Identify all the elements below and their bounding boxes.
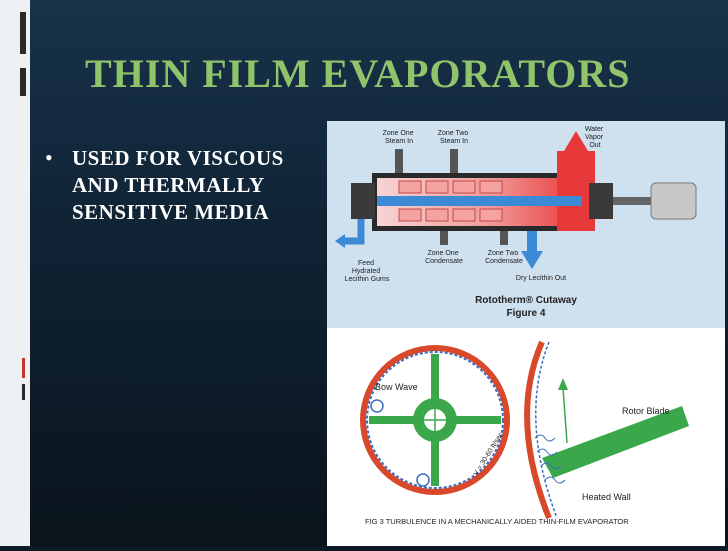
vapor-out-arrow-icon: [564, 131, 588, 151]
steam-inlet-pipe: [450, 149, 458, 177]
vapor-tower: [557, 151, 595, 231]
motor-icon: [650, 182, 697, 220]
rototherm-cutaway-figure: Zone One Steam In Zone Two Steam In Wate…: [327, 121, 725, 328]
figure-caption-number: Figure 4: [507, 308, 546, 319]
steam-inlet-pipe: [395, 149, 403, 177]
drive-shaft: [613, 197, 651, 205]
feed-label: Feed Hydrated Lecithin Gums: [345, 260, 390, 283]
turbulence-swirls: [534, 434, 566, 484]
zone-blocks: [398, 180, 503, 222]
strip-mark: [20, 68, 26, 96]
slide-title: THIN FILM EVAPORATORS: [85, 51, 631, 96]
cutaway-diagram: Zone One Steam In Zone Two Steam In Wate…: [335, 126, 697, 319]
strip-mark: [22, 384, 25, 400]
heated-wall-label: Heated Wall: [582, 492, 631, 502]
lecithin-outlet: [527, 231, 537, 253]
flow-arrow: [562, 387, 568, 444]
flow-arrow-icon: [558, 378, 568, 390]
strip-mark: [20, 12, 26, 54]
end-flange-left: [351, 183, 375, 219]
water-vapor-label: Water Vapor Out: [585, 126, 605, 149]
bow-wave-swirl-icon: [370, 399, 384, 413]
rotor-blade: [542, 406, 689, 478]
zone-one-condensate-label: Zone One Condensate: [425, 250, 463, 265]
bullet-text: USED FOR VISCOUS AND THERMALLY SENSITIVE…: [72, 146, 284, 224]
strip-mark: [22, 358, 25, 378]
left-page-strip: [0, 0, 30, 546]
condensate-pipe: [500, 231, 508, 245]
turbulence-caption: FIG 3 TURBULENCE IN A MECHANICALLY AIDED…: [365, 517, 629, 526]
figure-caption-title: Rototherm® Cutaway: [475, 295, 577, 306]
film-curve: [535, 341, 558, 519]
rotor-shaft: [377, 196, 582, 206]
zone-two-steam-label: Zone Two Steam In: [438, 130, 471, 145]
heated-wall-curve: [524, 340, 552, 520]
feed-arrow-icon: [335, 234, 345, 248]
bullet-dot-icon: •: [45, 145, 53, 170]
bow-wave-swirl-icon: [416, 473, 430, 487]
condensate-pipe: [440, 231, 448, 245]
liquid-film: [366, 351, 504, 489]
lecithin-out-arrow-icon: [521, 251, 543, 269]
zone-one-steam-label: Zone One Steam In: [382, 130, 415, 145]
turbulence-diagram: Bow Wave V = 30-60 ft/sec Rotor Blade He…: [360, 340, 689, 526]
rotor-blade-label: Rotor Blade: [622, 406, 670, 416]
feed-inlet-pipe: [345, 219, 365, 245]
zone-two-condensate-label: Zone Two Condensate: [485, 250, 523, 265]
dry-lecithin-label: Dry Lecithin Out: [516, 275, 566, 282]
end-flange-right: [589, 183, 613, 219]
turbulence-figure: Bow Wave V = 30-60 ft/sec Rotor Blade He…: [327, 328, 725, 546]
bow-wave-label: Bow Wave: [375, 382, 418, 392]
